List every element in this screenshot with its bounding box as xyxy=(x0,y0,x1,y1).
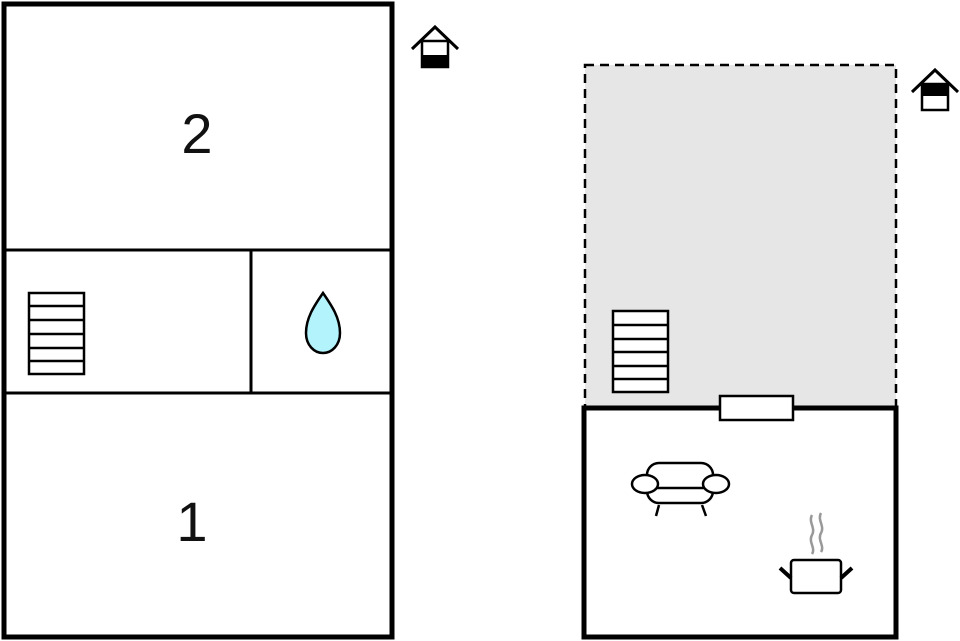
upper-floor-plan xyxy=(1,1,395,640)
house-ground-floor-icon xyxy=(910,67,960,112)
sofa-icon xyxy=(630,461,731,517)
room-label-1: 1 xyxy=(176,490,208,553)
stairs-icon xyxy=(611,309,670,394)
house-upper-floor-icon xyxy=(410,24,460,69)
ground-floor-plan xyxy=(581,63,899,640)
kitchen-pot-icon xyxy=(778,512,854,595)
living-room xyxy=(581,405,899,640)
water-drop-icon xyxy=(304,290,342,355)
stairs-icon xyxy=(27,291,86,376)
room-label-2: 2 xyxy=(181,102,213,165)
door-opening xyxy=(718,394,795,422)
